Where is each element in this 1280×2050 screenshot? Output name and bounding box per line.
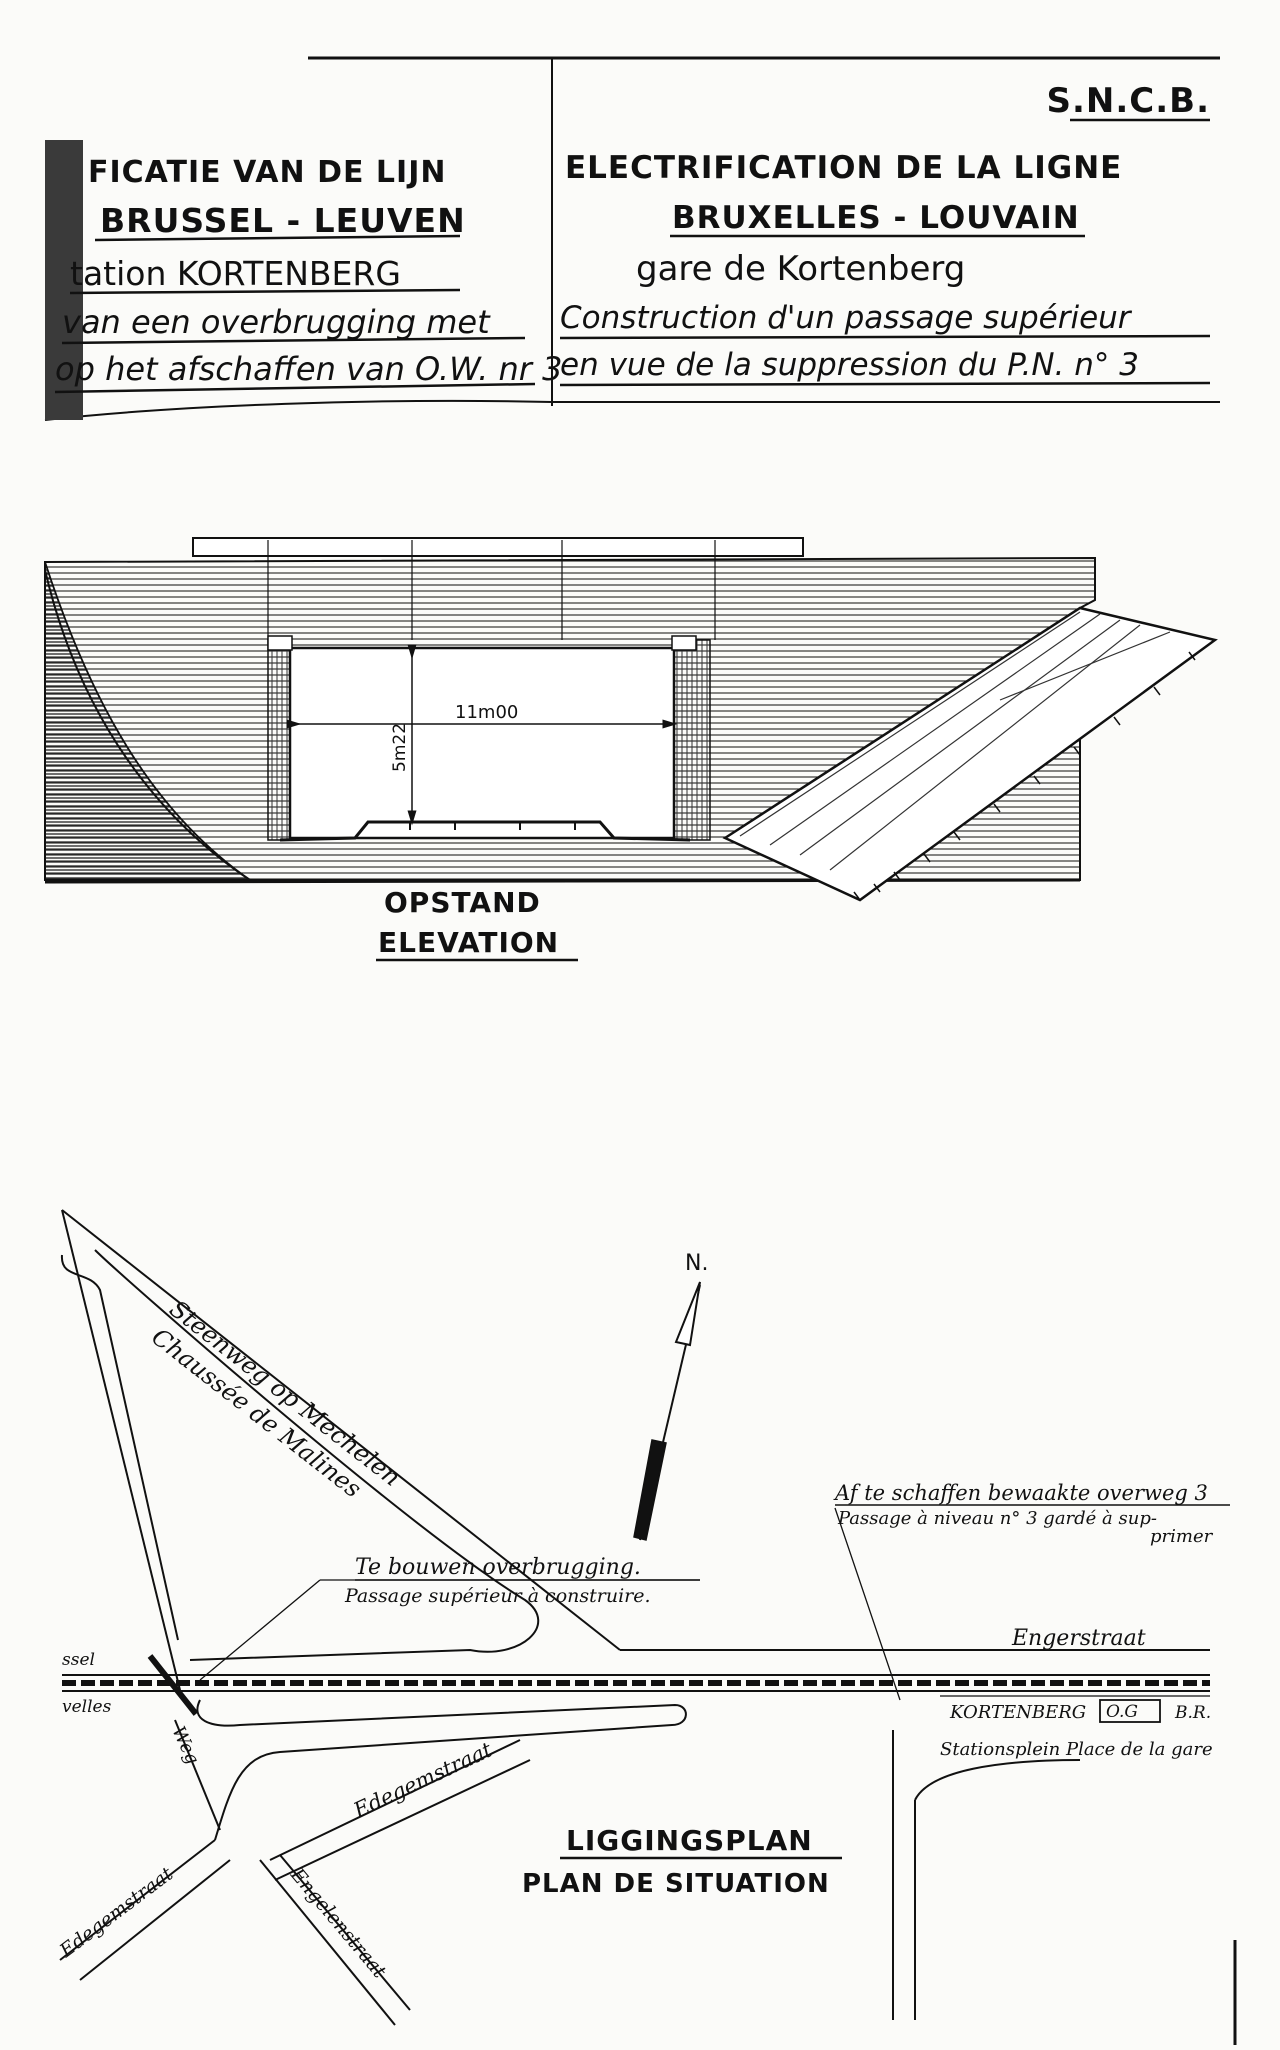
station-building — [1099, 1699, 1161, 1723]
elevation-drawing: 11m00 5m22 OPSTAND ELEVATION — [44, 537, 1218, 962]
road-label-steenweg: Steenweg op Mechelen — [164, 1295, 405, 1492]
plan-title-nl: LIGGINGSPLAN — [566, 1824, 813, 1857]
crossing-label-nl: Af te schaffen bewaakte overweg 3 — [833, 1481, 1208, 1505]
situation-plan: N. Steenweg op Mechelen Chaussée de Mali… — [55, 1209, 1237, 2045]
elevation-title-fr: ELEVATION — [378, 926, 559, 959]
crossing-label-fr: Passage à niveau n° 3 gardé à sup- — [837, 1508, 1157, 1529]
north-arrow-icon — [674, 1281, 701, 1347]
scan-shadow — [45, 140, 83, 420]
crossing-label-fr2: primer — [1150, 1526, 1214, 1547]
fr-title-line3: gare de Kortenberg — [636, 249, 965, 289]
title-block: S.N.C.B. FICATIE VAN DE LIJN BRUSSEL - L… — [44, 56, 1220, 421]
nl-title-line5: op het afschaffen van O.W. nr 3 — [55, 350, 562, 388]
fr-title-line5: en vue de la suppression du P.N. n° 3 — [560, 347, 1139, 383]
nl-title-line4: van een overbrugging met — [62, 303, 491, 341]
street-engerstraat: Engerstraat — [1011, 1626, 1146, 1651]
nl-title-line1: FICATIE VAN DE LIJN — [88, 155, 446, 190]
height-dimension: 5m22 — [390, 723, 410, 772]
fr-title-line4: Construction d'un passage supérieur — [560, 300, 1133, 336]
bridge-label-fr: Passage supérieur à construire. — [344, 1585, 651, 1607]
span-dimension: 11m00 — [455, 702, 518, 723]
nl-title-line3: tation KORTENBERG — [70, 254, 401, 293]
left-label-nl: ssel — [62, 1650, 95, 1670]
station-box-label: O.G — [1106, 1702, 1138, 1722]
company-name: S.N.C.B. — [1047, 81, 1210, 121]
street-weg: Weg — [167, 1723, 203, 1767]
fr-title-line2: BRUXELLES - LOUVAIN — [672, 200, 1080, 236]
left-label-fr: velles — [62, 1697, 112, 1717]
elevation-title-nl: OPSTAND — [384, 886, 541, 919]
fr-title-line1: ELECTRIFICATION DE LA LIGNE — [565, 150, 1122, 186]
station-name: KORTENBERG — [949, 1702, 1086, 1723]
north-label: N. — [685, 1251, 708, 1276]
bridge-marker — [147, 1654, 199, 1716]
street-stationsplein: Stationsplein Place de la gare — [940, 1739, 1213, 1760]
street-engelenstraat: Engelenstraat — [286, 1863, 391, 1982]
station-br-label: B.R. — [1174, 1703, 1211, 1723]
street-edegemstraat-2: Edegemstraat — [55, 1863, 178, 1963]
plan-title-fr: PLAN DE SITUATION — [522, 1869, 830, 1899]
bridge-label-nl: Te bouwen overbrugging. — [355, 1555, 641, 1580]
nl-title-line2: BRUSSEL - LEUVEN — [100, 201, 466, 240]
